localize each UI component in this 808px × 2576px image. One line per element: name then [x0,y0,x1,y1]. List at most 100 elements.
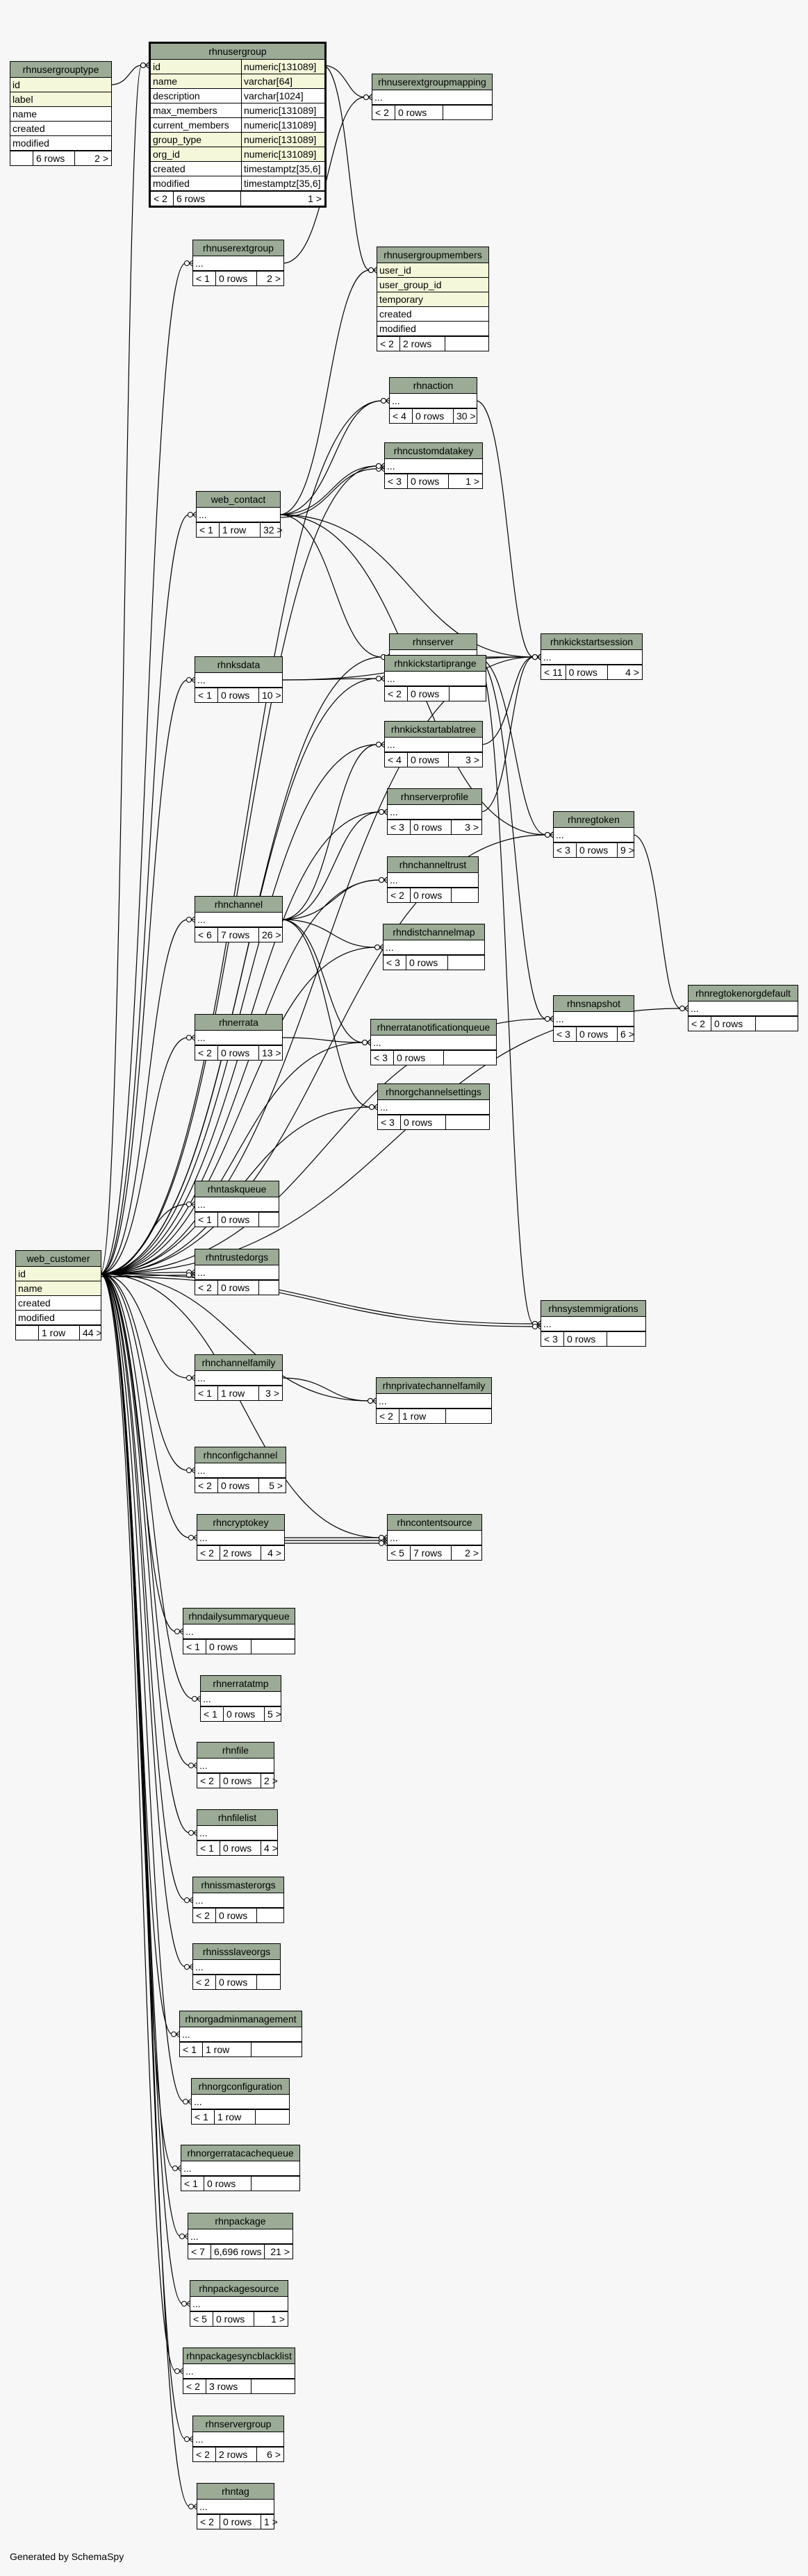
relationship-edge [99,1273,181,2237]
relationship-edge [99,1273,381,1538]
column-name: ... [197,1465,206,1476]
crows-foot [380,468,385,472]
column-name: ... [556,1013,564,1024]
parents-count: < 2 [197,2515,220,2529]
children-count: 4 > [267,1547,281,1559]
row-count: 0 rows [218,1479,259,1493]
crows-foot [188,2438,193,2443]
column-row: ... [689,1002,798,1016]
row-count: 0 rows [213,2312,254,2326]
crows-foot [383,1540,388,1544]
row-count: 0 rows [394,1051,444,1065]
children-count: 1 > [271,2313,285,2325]
crows-foot [379,944,384,948]
crows-foot [380,678,385,682]
column-name: modified [13,138,49,149]
relationship-edge [99,1273,188,1379]
parents-count: < 2 [195,1281,218,1295]
column-name: created [379,308,412,319]
column-name: ... [195,2434,204,2445]
parents-count: < 1 [180,2043,203,2056]
many-end-marker [188,2504,194,2509]
relationship-edge [99,1273,186,1901]
parents-count: < 2 [689,1017,711,1031]
parents-count: < 2 [193,1909,216,1922]
row-count: 2 rows [216,2448,257,2461]
crows-foot [188,263,193,267]
parents-count: < 1 [197,523,220,537]
children-count: 3 > [465,822,479,833]
row-count: 1 row [215,2110,256,2124]
crows-foot [188,1966,193,1970]
table-title: rhnkickstartablatree [385,722,482,738]
many-end-marker [184,1964,190,1970]
children-count: 1 > [308,193,322,204]
many-end-marker [379,1540,384,1546]
column-name: org_id [153,149,180,160]
parents-count: < 1 [195,1386,218,1400]
table-title: web_customer [16,1251,101,1267]
column-row: ... [385,738,482,752]
column-row: ... [180,2027,302,2042]
column-row: ... [385,672,486,686]
column-row: ... [371,1036,496,1050]
row-count: 0 rows [206,1640,252,1654]
parents-count: < 6 [195,928,218,942]
children-count [445,337,488,351]
crows-foot [185,2303,190,2307]
many-end-marker [379,877,384,883]
relationship-edge [281,811,381,920]
many-end-marker [368,1398,373,1404]
